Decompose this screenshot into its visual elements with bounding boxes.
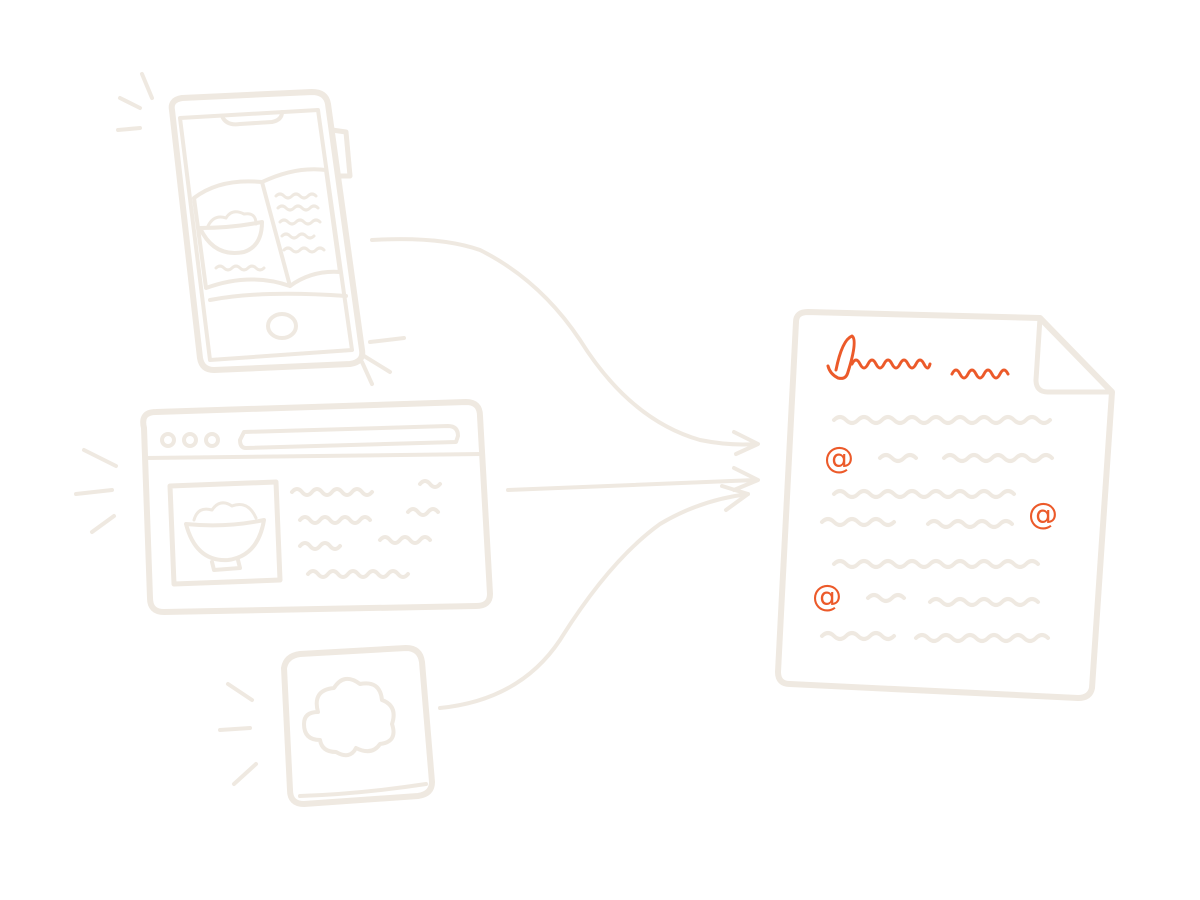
smartphone-with-recipe-book-icon [116,72,406,386]
browser-text-lines [290,479,442,579]
book-bowl-illustration [198,220,264,255]
document-title [826,334,1010,380]
book-text-lines [214,192,326,272]
arrow-from-app [438,492,750,710]
book-right-page [260,167,342,288]
browser-burst-lines [74,448,118,534]
browser-window-with-recipe-icon [74,399,493,615]
app-tile-with-broccoli-icon [218,645,435,807]
phone-screen-divider [208,291,348,302]
app-tile-shadow [298,782,428,798]
connector-arrows [370,237,760,710]
arrow-from-phone-head [732,430,760,456]
browser-window-dots [160,432,220,448]
document-mention-3: @ [812,579,842,614]
arrow-from-phone [370,237,758,447]
recipe-document-icon: @ @ @ [775,309,1115,701]
app-burst-lines [218,682,258,786]
arrow-from-browser-head [732,466,760,492]
document-text-lines [820,415,1054,643]
arrow-from-app-head [720,484,750,512]
phone-notch [220,110,284,127]
document-page [775,309,1115,701]
phone-home-button [266,312,298,340]
browser-image-panel [167,479,283,587]
document-mention-2: @ [1028,497,1058,532]
browser-address-bar [238,424,460,450]
browser-bowl-illustration [184,518,266,563]
app-broccoli-shape [302,676,396,758]
phone-side-button [329,127,353,179]
phone-screen [178,108,354,362]
app-tile [281,645,435,807]
phone-burst-lines [116,72,406,386]
browser-toolbar-divider [144,452,484,460]
browser-bowl-base [210,558,242,572]
browser-bowl-food [192,501,258,522]
phone-body [168,89,366,373]
document-folded-corner [1033,315,1115,395]
book-bowl-food [206,210,258,228]
browser-frame [140,399,493,615]
arrow-from-browser [506,478,758,492]
document-mention-1: @ [824,441,854,476]
